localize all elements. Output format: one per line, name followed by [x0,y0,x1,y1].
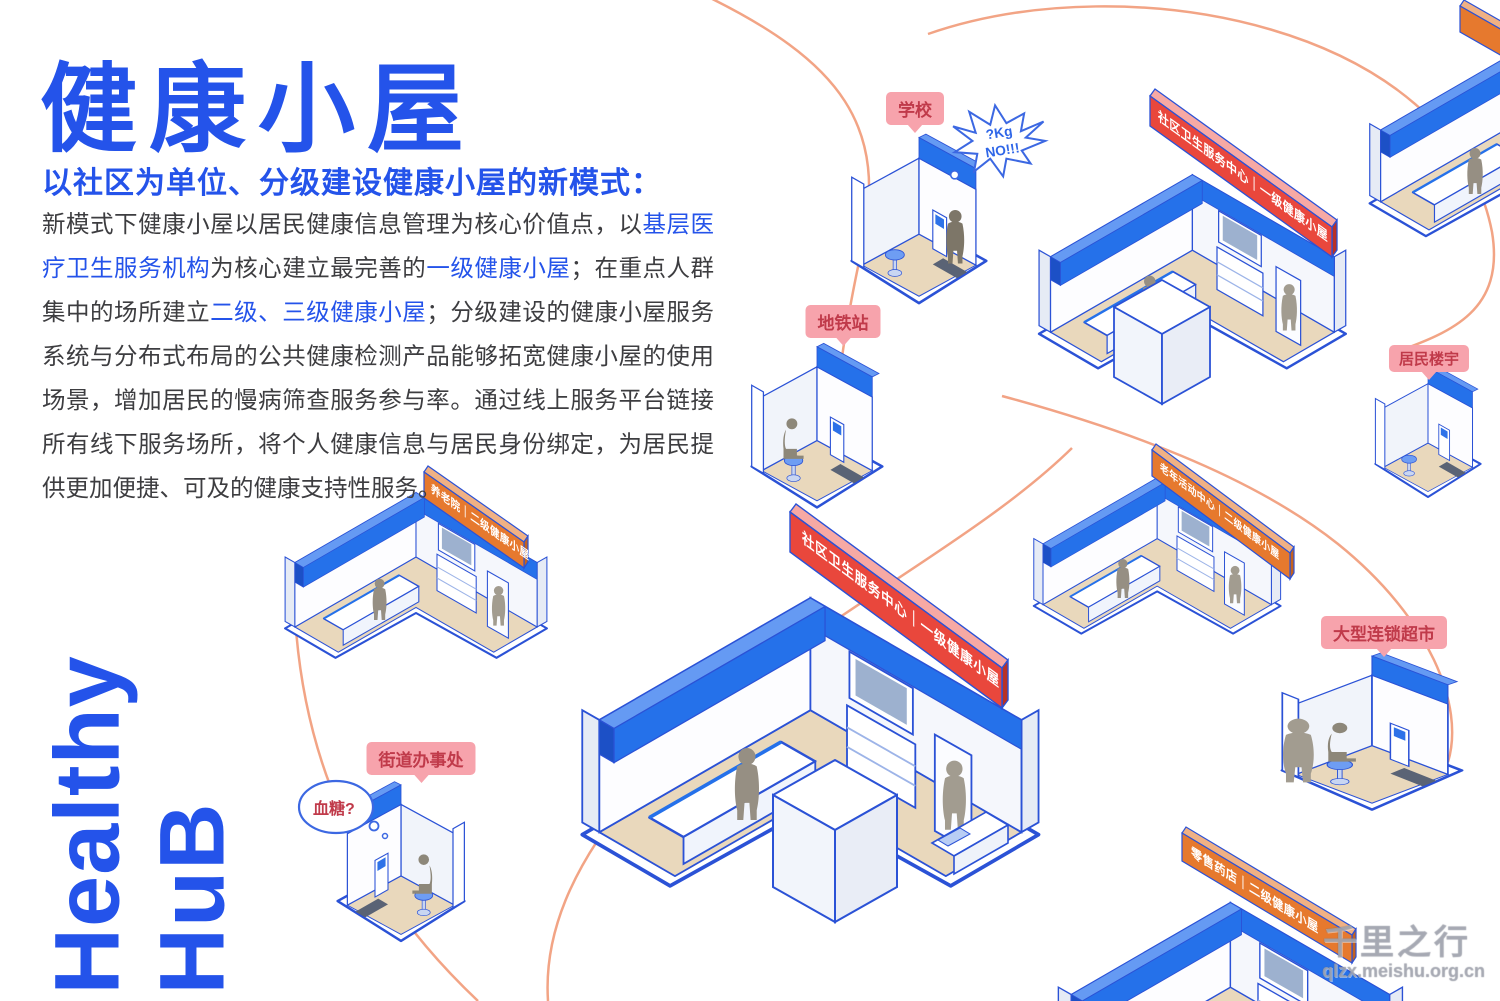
para-run: 新模式下健康小屋以居民健康信息管理为核心价值点，以 [42,211,643,237]
building-community-center-ne: 社区卫生服务中心｜一级健康小屋 [1012,52,1392,442]
logo-line1: Healthy [36,655,139,995]
page-subtitle: 以社区为单位、分级建设健康小屋的新模式： [42,167,662,200]
exam-bed [930,811,1010,876]
pod-cube [772,759,898,924]
bubble-text-kg: ?Kg [985,123,1014,142]
speech-bubble-street-office: 血糖? [296,779,396,852]
building-corner-partial [1332,0,1500,264]
bubble-text-blood-sugar: 血糖? [313,799,355,818]
para-run-highlight: 基层医疗卫生服务机构 [42,211,715,281]
para-run-highlight: 一级健康小屋 [426,255,571,281]
page-title: 健康小屋 [40,55,476,164]
label-street-office: 街道办事处 [366,742,476,783]
label-supermarket: 大型连锁超市 [1321,616,1447,657]
intro-paragraph: 新模式下健康小屋以居民健康信息管理为核心价值点，以基层医疗卫生服务机构为核心建立… [42,202,714,510]
para-run: ；分级建设的健康小屋服务系统与分布式布局的公共健康检测产品能够拓宽健康小屋的使用… [42,299,715,501]
para-run: 为核心建立最完善的 [210,255,427,281]
watermark-line1: 千里之行 [1323,924,1471,962]
pod-cube [1113,279,1211,406]
label-metro: 地铁站 [805,305,881,346]
logo-line2: HuB [141,802,244,995]
label-residential: 居民楼宇 [1388,345,1470,380]
watermark-line2: qlzx.meishu.org.cn [1322,961,1486,981]
speech-bubble-school: ?Kg NO!!! [945,100,1050,185]
bubble-text-no: NO!!! [984,140,1020,160]
healthy-hub-logo: Healthy HuB [36,540,256,995]
building-senior-center: 老年活动中心｜二级健康小屋 [1012,442,1312,687]
building-pharmacy: 零售药店｜二级健康小屋 [1028,822,1438,1001]
para-run: ；在重点人群集中的场所建立 [42,255,715,325]
building-metro-booth [750,330,884,510]
banner-corner-partial [1459,0,1500,56]
label-school: 学校 [886,92,944,133]
watermark: 千里之行 qlzx.meishu.org.cn [1322,924,1486,982]
building-community-center-main: 社区卫生服务中心｜一级健康小屋 [540,498,1085,978]
para-run-highlight: 二级、三级健康小屋 [210,299,427,325]
building-nursing-home: 养老院｜二级健康小屋 [262,462,572,712]
